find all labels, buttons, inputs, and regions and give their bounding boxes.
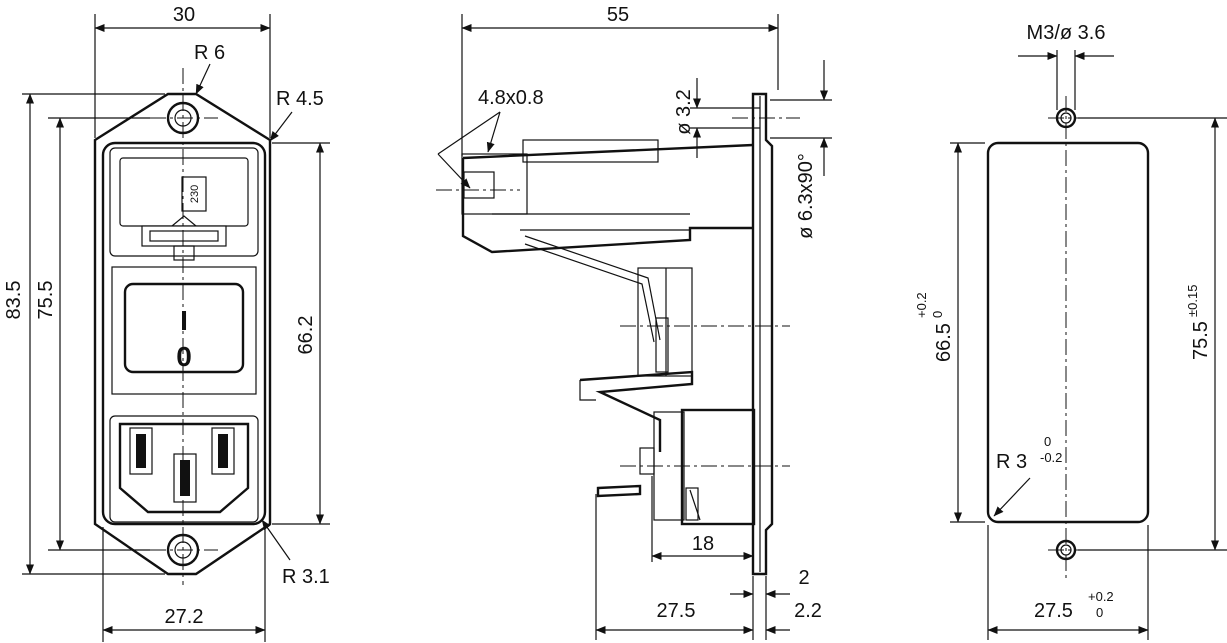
switch-frame [111,266,257,395]
pin-earth-inner [180,460,190,496]
dim-screw: M3/ø 3.6 [1027,22,1106,44]
front-body-outline [101,141,267,526]
dim-27-5-side: 27.5 [657,600,696,622]
side-switch-contact [655,317,669,373]
fuse-label-box [181,176,207,212]
dim-66-5: 66.5 [933,323,955,362]
inlet-frame [109,415,259,523]
dim-27-5-cutout-tol-upper: +0.2 [1088,589,1114,604]
side-view: 55 4.8x0.8 ø 3.2 ø 6.3x90° 18 2 27.5 2.2 [436,4,832,640]
pin-right [211,427,235,475]
pin-earth [173,453,197,503]
side-switch-body [637,267,693,377]
fuse-drawer [109,147,259,257]
side-top-housing [461,143,754,254]
side-inlet-body [680,408,756,526]
leader-terminal-3 [486,111,501,153]
front-view: 230 I 0 [3,4,330,642]
dim-2: 2 [798,567,809,589]
dim-75-5-cutout-group: 75.5 ±0.15 [1185,285,1212,360]
dim-66-5-tol-upper: +0.2 [914,292,929,318]
front-flange-outline [93,92,272,576]
dim-66-2: 66.2 [295,316,317,355]
cutout-outline [986,141,1150,524]
fuse-latch-triangle [171,215,197,227]
dim-2-2: 2.2 [794,600,822,622]
fuse-latch-inner [149,230,219,242]
radius-r3-tol-lower: -0.2 [1040,450,1062,465]
side-top-terminal [463,171,495,199]
side-wire-2 [524,243,655,343]
leader-terminal-2 [437,153,471,189]
dim-hole-32: ø 3.2 [673,89,695,135]
radius-r3-tol-upper: 0 [1044,434,1051,449]
side-bottom-tab [596,484,642,498]
side-inlet-terminal [685,487,699,521]
side-wire-1 [524,235,661,341]
dim-27-5-cutout: 27.5 [1034,600,1073,622]
dim-66-5-group: 66.5 +0.2 0 [914,292,955,362]
radius-r3: R 3 [996,451,1027,473]
dim-terminal: 4.8x0.8 [478,87,544,109]
leader-r6 [195,63,211,95]
dim-27-5-cutout-tol-lower: 0 [1096,605,1103,620]
leader-terminal-1 [437,111,501,155]
radius-r4-5: R 4.5 [276,88,324,110]
radius-r3-1: R 3.1 [282,566,330,588]
switch-off-mark: 0 [176,341,192,372]
dim-75-5-cutout-tol: ±0.15 [1185,285,1200,317]
radius-r6: R 6 [194,42,225,64]
fuse-latch-tab [173,245,195,261]
pin-left-inner [136,434,146,468]
dim-66-5-tol-lower: 0 [930,311,945,318]
pin-left [129,427,153,475]
side-flange [751,92,774,576]
leader-r3-1 [261,519,291,561]
inlet-socket [118,422,250,514]
dim-30: 30 [173,4,195,26]
side-inlet-pin [639,447,655,475]
side-lower-bracket [579,370,694,452]
fuse-latch [141,225,227,247]
fuse-label: 230 [189,185,201,203]
dim-75-5: 75.5 [35,281,57,320]
dim-75-5-cutout: 75.5 [1190,321,1212,360]
dim-83-5: 83.5 [3,281,25,320]
side-lower-bracket-2 [579,380,596,401]
side-top-cap [522,139,659,163]
leader-r3 [993,477,1031,517]
dim-27-2: 27.2 [165,606,204,628]
dim-countersink: ø 6.3x90° [795,153,817,239]
panel-cutout: M3/ø 3.6 66.5 +0.2 0 75.5 ±0.15 R 3 0 -0… [914,22,1227,640]
dim-18: 18 [692,533,714,555]
pin-right-inner [218,434,228,468]
rocker-switch [123,282,245,374]
leader-r4-5 [269,111,293,142]
dim-55: 55 [607,4,629,26]
switch-on-mark: I [180,305,188,336]
